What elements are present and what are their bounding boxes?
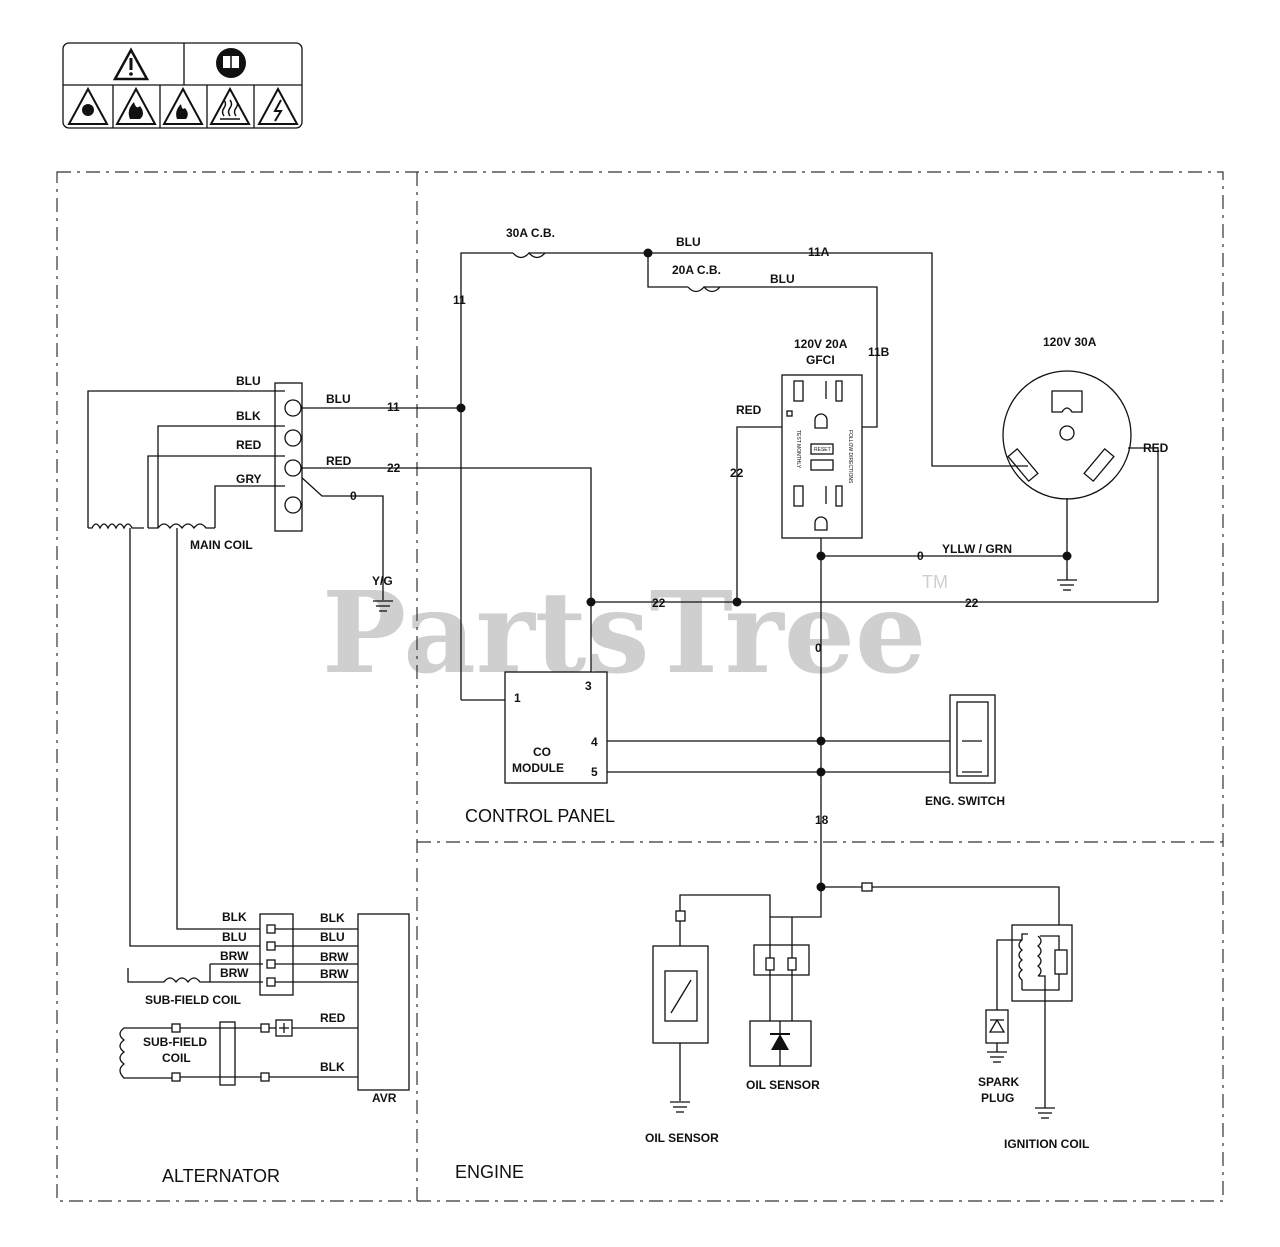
section-title-alternator: ALTERNATOR xyxy=(162,1166,280,1186)
label-20a-cb: 20A C.B. xyxy=(672,263,721,277)
ground-symbol-yg xyxy=(373,600,393,612)
label-brw-avr-left-2: BRW xyxy=(220,966,249,980)
label-co-pin-3: 3 xyxy=(585,679,592,693)
label-ignition-coil: IGNITION COIL xyxy=(1004,1137,1089,1151)
label-red-avr: RED xyxy=(320,1011,346,1025)
section-frames xyxy=(56,171,1224,1202)
label-blu-20a: BLU xyxy=(770,272,795,286)
label-brw-avr-left-1: BRW xyxy=(220,949,249,963)
label-blu-avr-left: BLU xyxy=(222,930,247,944)
electric-shock-icon xyxy=(257,86,299,125)
label-0-term: 0 xyxy=(350,489,357,503)
label-0-ground: 0 xyxy=(917,549,924,563)
label-blk-avr-right: BLK xyxy=(320,911,345,925)
label-gfci-2: GFCI xyxy=(806,353,835,367)
control-panel-wiring xyxy=(299,248,1159,884)
outlet-30a xyxy=(1002,370,1132,500)
explosion-hazard-icon xyxy=(162,86,204,125)
circuit-breaker-30a xyxy=(512,252,546,259)
label-brw-avr-right-1: BRW xyxy=(320,950,349,964)
label-avr: AVR xyxy=(372,1091,397,1105)
read-manual-icon xyxy=(216,48,246,78)
warning-triangle-icon xyxy=(112,47,150,81)
label-eng-switch: ENG. SWITCH xyxy=(925,794,1005,808)
alternator-wiring xyxy=(87,382,410,1091)
svg-text:RESET: RESET xyxy=(814,447,831,453)
label-sub-field-2-a: SUB-FIELD xyxy=(143,1035,207,1049)
ground-symbol-outlet xyxy=(1057,579,1077,591)
label-co-2: MODULE xyxy=(512,761,564,775)
label-yg: Y/G xyxy=(372,574,393,588)
label-co-pin-1: 1 xyxy=(514,691,521,705)
label-22-gfci: 22 xyxy=(730,466,744,480)
watermark-tm: TM xyxy=(922,572,948,592)
safety-label xyxy=(62,42,303,129)
sub-field-coil-2 xyxy=(119,1027,172,1079)
label-red-outlet: RED xyxy=(1143,441,1169,455)
label-22-mid: 22 xyxy=(652,596,666,610)
label-main-coil: MAIN COIL xyxy=(190,538,253,552)
label-yllw-grn: YLLW / GRN xyxy=(942,542,1012,556)
label-gfci-1: 120V 20A xyxy=(794,337,848,351)
label-red-coil: RED xyxy=(236,438,262,452)
label-co-pin-5: 5 xyxy=(591,765,598,779)
asphyxiation-hazard-icon xyxy=(67,86,109,125)
fire-hazard-icon xyxy=(115,86,157,125)
label-brw-avr-right-2: BRW xyxy=(320,967,349,981)
avr-box xyxy=(357,913,410,1091)
gfci-receptacle: TEST MONTHLY RESET FOLLOW DIRECTIONS xyxy=(781,374,863,539)
label-spark-2: PLUG xyxy=(981,1091,1014,1105)
label-30a-cb: 30A C.B. xyxy=(506,226,555,240)
label-blk-coil: BLK xyxy=(236,409,261,423)
engine-wiring xyxy=(652,882,1073,1119)
label-oil-sensor-left: OIL SENSOR xyxy=(645,1131,719,1145)
label-22-term: 22 xyxy=(387,461,401,475)
label-blu-coil: BLU xyxy=(236,374,261,388)
label-gry-coil: GRY xyxy=(236,472,262,486)
label-wire-11-vert: 11 xyxy=(453,293,466,307)
label-co-1: CO xyxy=(533,745,551,759)
label-outlet-30a: 120V 30A xyxy=(1043,335,1097,349)
label-red-term: RED xyxy=(326,454,352,468)
label-blk-avr-bottom: BLK xyxy=(320,1060,345,1074)
label-blu-term: BLU xyxy=(326,392,351,406)
label-18: 18 xyxy=(815,813,829,827)
label-co-pin-4: 4 xyxy=(591,735,598,749)
label-0-vertical: 0 xyxy=(815,641,822,655)
sub-field-coil xyxy=(127,968,210,984)
label-blu-top: BLU xyxy=(676,235,701,249)
svg-text:TEST MONTHLY: TEST MONTHLY xyxy=(795,430,801,469)
watermark: PartsTree xyxy=(322,568,926,699)
co-module xyxy=(504,671,608,784)
label-sub-field-2-b: COIL xyxy=(162,1051,191,1065)
section-title-engine: ENGINE xyxy=(455,1162,524,1182)
main-coil-1 xyxy=(88,523,144,530)
engine-switch xyxy=(949,694,996,784)
label-22-right: 22 xyxy=(965,596,979,610)
label-blk-avr-left: BLK xyxy=(222,910,247,924)
section-title-control-panel: CONTROL PANEL xyxy=(465,806,615,826)
svg-text:FOLLOW DIRECTIONS: FOLLOW DIRECTIONS xyxy=(847,430,853,484)
circuit-breaker-20a xyxy=(687,286,721,293)
label-11b: 11B xyxy=(868,345,890,359)
hot-surface-icon xyxy=(209,86,251,125)
label-spark-1: SPARK xyxy=(978,1075,1019,1089)
label-oil-sensor-mid: OIL SENSOR xyxy=(746,1078,820,1092)
label-11a: 11A xyxy=(808,245,830,259)
label-red-gfci: RED xyxy=(736,403,762,417)
main-coil-2 xyxy=(148,523,215,530)
label-blu-avr-right: BLU xyxy=(320,930,345,944)
label-sub-field-coil: SUB-FIELD COIL xyxy=(145,993,241,1007)
label-11-term: 11 xyxy=(387,400,400,414)
